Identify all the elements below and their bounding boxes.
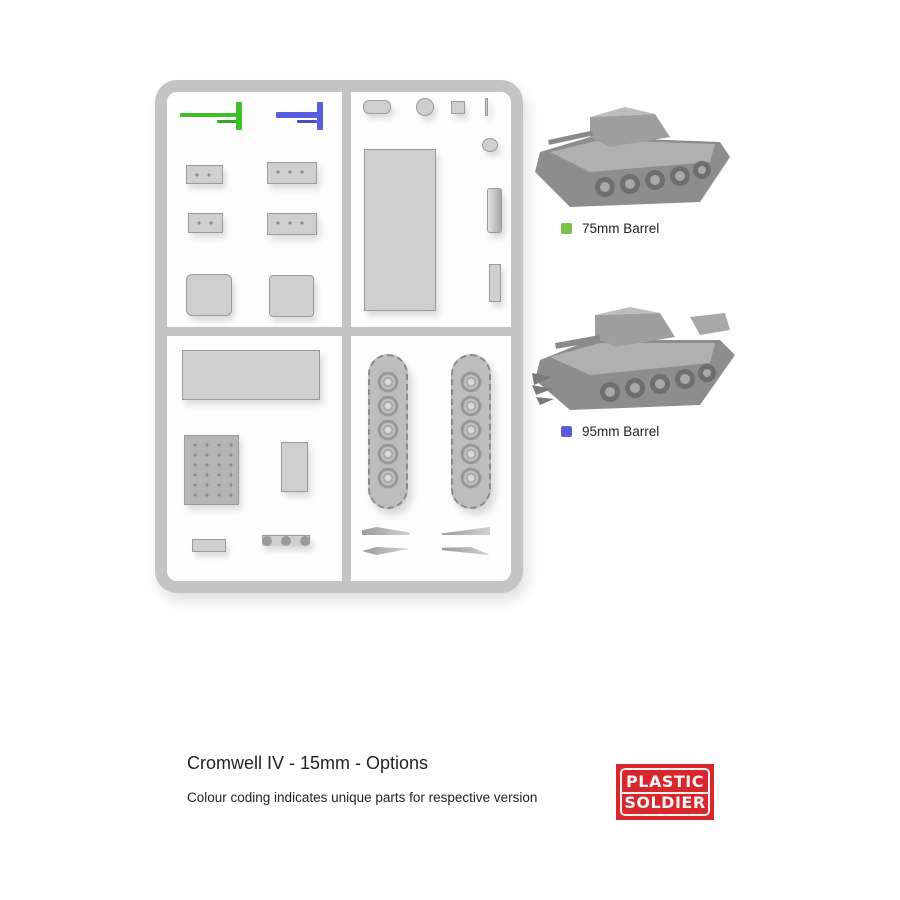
legend-75mm-label: 75mm Barrel xyxy=(582,221,660,236)
sprue-part-turret-front xyxy=(186,274,232,316)
sprue-part-hull xyxy=(364,149,436,311)
sprue-part-plate xyxy=(188,213,223,233)
sprue-part-track-left xyxy=(368,354,408,509)
page-title: Cromwell IV - 15mm - Options xyxy=(187,753,429,773)
sprue-part-plate xyxy=(267,213,317,235)
plastic-soldier-logo: PLASTIC SOLDIER xyxy=(616,764,714,820)
sprue-part-comb xyxy=(262,535,310,546)
sprue-part-cylinder xyxy=(487,188,502,233)
sprue-part-wedge xyxy=(442,547,490,555)
sprue-part-hatch xyxy=(416,98,434,116)
sprue-part-wedge xyxy=(442,527,490,535)
page-subtitle: Colour coding indicates unique parts for… xyxy=(187,790,538,805)
sprue-part-small xyxy=(451,101,465,114)
swatch-95mm xyxy=(561,426,572,437)
sprue-part-plate xyxy=(186,165,223,184)
sprue-divider-horizontal xyxy=(165,327,513,336)
tank-75mm-render xyxy=(535,107,730,207)
sprue-part-mount xyxy=(482,138,498,152)
swatch-75mm xyxy=(561,223,572,234)
sprue-part-side-panel xyxy=(281,442,308,492)
sprue-part-track-right xyxy=(451,354,491,509)
sprue-part-rear-deck xyxy=(184,435,239,505)
sprue-part-turret-side xyxy=(269,275,314,317)
sprue-part-small xyxy=(363,100,391,114)
sprue-divider-vertical xyxy=(342,90,351,583)
sprue-part-wedge xyxy=(362,547,410,555)
tank-95mm-render xyxy=(532,307,735,410)
sprue-part-wedge xyxy=(362,527,410,535)
sprue-part-small-plate xyxy=(192,539,226,552)
sprue-part-engine-deck xyxy=(182,350,320,400)
legend-95mm: 95mm Barrel xyxy=(561,424,659,439)
legend-75mm: 75mm Barrel xyxy=(561,221,659,236)
sprue-part-antenna xyxy=(485,98,488,116)
legend-95mm-label: 95mm Barrel xyxy=(582,424,660,439)
sprue-frame xyxy=(155,80,523,593)
sprue-part-plate xyxy=(267,162,317,184)
logo-line-2: SOLDIER xyxy=(624,793,706,812)
sprue-part-bracket xyxy=(489,264,501,302)
logo-line-1: PLASTIC xyxy=(626,772,704,791)
